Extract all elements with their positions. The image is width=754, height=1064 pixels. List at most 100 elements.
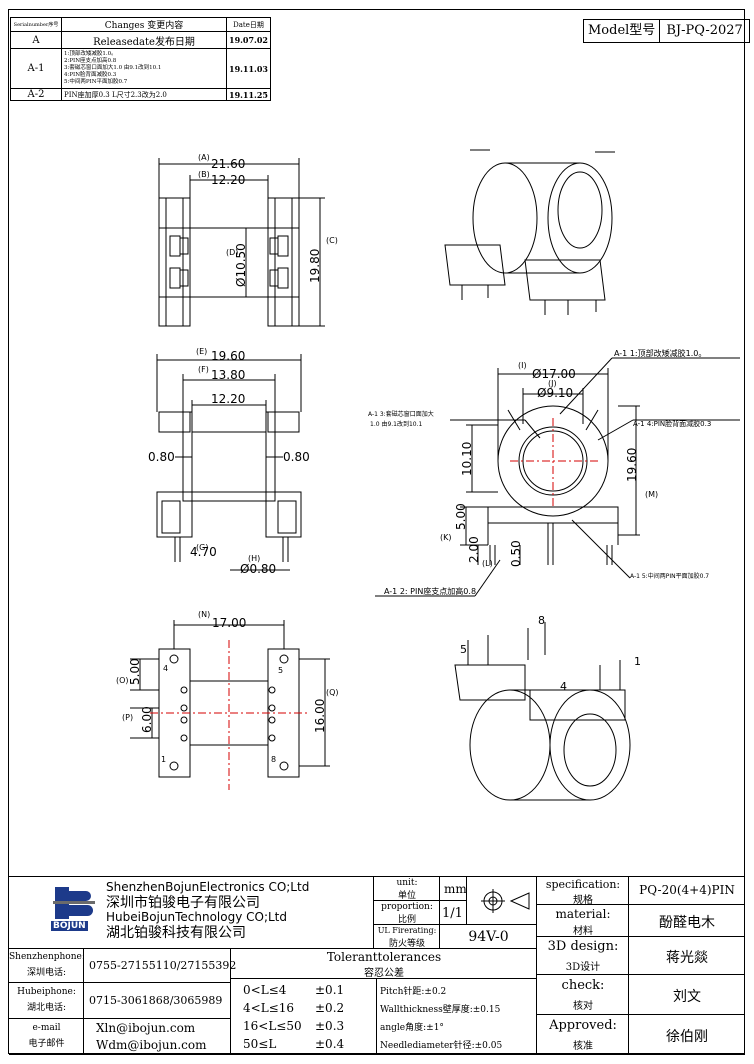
tol-range: 16<L≤50	[243, 1019, 302, 1033]
projection-symbol	[467, 877, 537, 925]
company-cn2: 湖北铂骏科技有限公司	[106, 925, 246, 941]
proportion-label-cn: 比例	[397, 915, 416, 925]
tolerance-title-en: Toleranttolerances	[326, 950, 442, 964]
company-en1: ShenzhenBojunElectronics CO;Ltd	[106, 880, 310, 894]
contact-label-cn: 电子邮件	[28, 1039, 65, 1049]
proportion-label-en: proportion:	[381, 902, 433, 912]
side-view	[375, 357, 740, 597]
tol-range: 4<L≤16	[243, 1001, 294, 1015]
rev-line: 1:顶部改矮减胶1.0。	[64, 51, 117, 57]
email-value[interactable]: Xln@ibojun.com	[96, 1021, 196, 1035]
dim-D-value: Ø10.50	[234, 243, 248, 287]
model-label: Model型号	[588, 23, 656, 38]
material-label-en: material:	[555, 907, 611, 921]
logo-text: BOJUN	[51, 921, 88, 931]
front-view	[156, 354, 302, 571]
contact-value: 0715-3061868/3065989	[89, 994, 223, 1007]
tolerance-title-cn: 容忍公差	[364, 968, 404, 979]
dim-inner-value: 12.20	[211, 392, 245, 406]
contact-label-cell: Hubeiphone: 湖北电话:	[9, 983, 84, 1019]
pin-label: 4	[163, 664, 168, 673]
company-cn1: 深圳市铂骏电子有限公司	[106, 895, 260, 911]
dim-L-value: 2.00	[467, 536, 481, 563]
contact-label-cn: 湖北电话:	[26, 1003, 67, 1013]
design-label-en: 3D design:	[547, 939, 619, 954]
rev-date: 19.11.03	[226, 48, 271, 89]
note-text: A-1 4:PIN脸背面减胶0.3	[633, 419, 711, 428]
approved-label-en: Approved:	[549, 1018, 617, 1033]
dim-C-label: (C)	[326, 236, 338, 245]
proportion-label-cell: proportion: 比例	[374, 901, 440, 925]
dim-E-value: 19.60	[211, 349, 245, 363]
fire-label-cn: 防火等级	[388, 939, 425, 949]
title-block: BOJUN ShenzhenBojunElectronics CO;Ltd 深圳…	[9, 876, 745, 1055]
dim-J-value: Ø9.10	[537, 386, 573, 400]
note-text: A-1 5:中间两PIN平面加胶0.7	[630, 572, 709, 580]
pin-label: 5	[278, 666, 283, 675]
dim-B-label: (B)	[198, 170, 210, 179]
dim-H-label: (H)	[248, 554, 260, 563]
dim-C-value: 19.80	[308, 249, 322, 283]
dim-A-label: (A)	[198, 153, 210, 162]
contact-label-cn: 深圳电话:	[26, 968, 67, 978]
company-logo	[53, 887, 95, 919]
tol-item: Needlediameter针径:±0.05	[380, 1041, 503, 1051]
approved-label-cell: Approved: 核准	[537, 1015, 629, 1055]
contact-value: 0755-27155110/27155392	[89, 959, 237, 972]
pin-label: 1	[161, 755, 166, 764]
spec-label-cell: specification: 规格	[537, 877, 629, 906]
rev-line: 3:套磁芯窗口面加大1.0 由9.1改到10.1	[64, 65, 162, 71]
iso-view-bottom	[454, 622, 631, 801]
revision-table: Serialnumber序号 Changes 变更内容 Date日期 A Rel…	[10, 17, 271, 101]
model-value: BJ-PQ-2027	[659, 20, 749, 42]
dim-A-value: 21.60	[211, 157, 245, 171]
approved-value: 徐伯刚	[666, 1029, 708, 1045]
check-value-cell: 刘文	[629, 975, 745, 1015]
tol-value: ±0.1	[315, 983, 345, 997]
dim-Q-label: (Q)	[326, 688, 339, 697]
tolerance-items: Pitch针距:±0.2 Wallthickness壁厚度:±0.15 angl…	[377, 979, 537, 1055]
dim-K-value: 5.00	[454, 503, 468, 530]
design-label-cn: 3D设计	[565, 962, 601, 973]
email-value[interactable]: Wdm@ibojun.com	[96, 1038, 207, 1052]
unit-value: mm	[444, 882, 467, 896]
material-value: 酚醛电木	[659, 915, 715, 931]
note-text: A-1 2: PIN座支点加高0.8	[384, 586, 476, 596]
rev-change: 1:顶部改矮减胶1.0。 2:PIN座支点加高0.8 3:套磁芯窗口面加大1.0…	[61, 48, 227, 89]
check-label-en: check:	[561, 978, 605, 993]
tol-range: 50≤L	[243, 1037, 277, 1051]
approved-value-cell: 徐伯刚	[629, 1015, 745, 1055]
tol-item: angle角度:±1°	[380, 1023, 444, 1033]
unit-label-en: unit:	[396, 878, 418, 888]
dim-K-label: (K)	[440, 533, 452, 542]
tol-item: Pitch针距:±0.2	[380, 987, 447, 997]
iso-pin-label: 4	[560, 680, 567, 693]
dim-B-value: 12.20	[211, 173, 245, 187]
fire-label-cell: UL Firerating: 防火等级	[374, 925, 440, 949]
dim-P-label: (P)	[122, 713, 133, 722]
company-cell: BOJUN ShenzhenBojunElectronics CO;Ltd 深圳…	[9, 877, 374, 949]
dim-N-value: 17.00	[212, 616, 246, 630]
tol-range: 0<L≤4	[243, 983, 287, 997]
unit-label-cn: 单位	[397, 891, 416, 901]
design-value: 蒋光燚	[666, 950, 708, 966]
model-box: Model型号 BJ-PQ-2027	[583, 19, 750, 43]
pin-label: 8	[271, 755, 276, 764]
dim-pin-value: 0.50	[509, 540, 523, 567]
check-value: 刘文	[673, 989, 701, 1005]
rev-date: 19.11.25	[226, 88, 271, 101]
fire-value-cell: 94V-0	[440, 925, 537, 949]
dim-E-label: (E)	[196, 347, 207, 356]
unit-label-cell: unit: 单位	[374, 877, 440, 901]
contact-label-cell: e-mail 电子邮件	[9, 1019, 84, 1055]
design-label-cell: 3D design: 3D设计	[537, 937, 629, 975]
dim-M-value: 19.60	[625, 448, 639, 482]
material-value-cell: 酚醛电木	[629, 905, 745, 937]
check-label-cn: 核对	[573, 1001, 593, 1012]
fire-label-en: UL Firerating:	[377, 926, 437, 935]
rev-change: PIN座加厚0.3 L尺寸2.3改为2.0	[61, 88, 227, 101]
note-text: A-1 3:套磁芯窗口面加大	[368, 410, 434, 418]
iso-pin-label: 5	[460, 643, 467, 656]
note-text: A-1 1:顶部改矮减胶1.0。	[614, 348, 706, 358]
dim-O-label: (O)	[116, 676, 129, 685]
